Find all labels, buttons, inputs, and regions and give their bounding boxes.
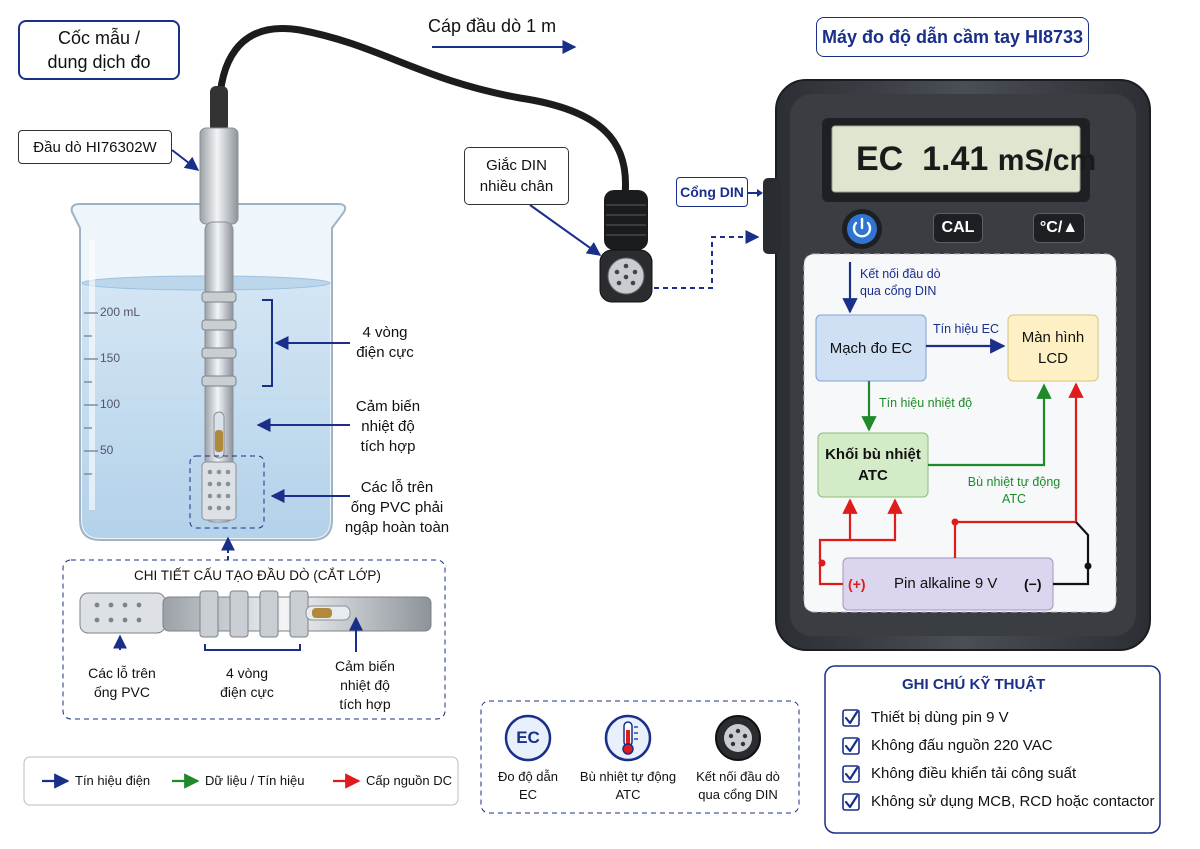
- note-item: Không sử dụng MCB, RCD hoặc contactor: [871, 793, 1155, 810]
- rings-callout-line2: điện cực: [356, 344, 414, 361]
- din-plug-label-box: Giắc DIN nhiều chân: [464, 147, 569, 205]
- meter-title-box: Máy đo độ dẫn cầm tay HI8733: [816, 17, 1089, 57]
- lcd-readout: EC 1.41 mS/cm: [856, 140, 1096, 179]
- din-plug-label-line2: nhiều chân: [479, 178, 554, 195]
- auto-comp-line1: Bù nhiệt tự động: [967, 475, 1061, 489]
- temp-up-button[interactable]: °C/▲: [1033, 213, 1085, 243]
- legend-data: Dữ liệu / Tín hiệu: [205, 773, 305, 788]
- detail-sensor-line3: tích hợp: [339, 696, 391, 712]
- detail-title: CHI TIẾT CẤU TẠO ĐẦU DÒ (CẮT LỚP): [134, 568, 381, 583]
- lcd-param: EC: [856, 140, 904, 178]
- meter-title: Máy đo độ dẫn cầm tay HI8733: [821, 26, 1084, 47]
- atc-box-line2: ATC: [858, 467, 888, 484]
- battery-plus: (+): [848, 576, 866, 592]
- beaker-title-line1: Cốc mẫu /: [57, 28, 141, 48]
- scale-100: 100: [100, 397, 121, 411]
- probe-label: Đầu dò HI76302W: [33, 138, 157, 156]
- temp-sensor-callout-line2: nhiệt độ: [361, 418, 415, 435]
- lcd-unit: mS/cm: [997, 144, 1097, 177]
- scale-150: 150: [100, 351, 121, 365]
- atc-box-line1: Khối bù nhiệt: [825, 446, 921, 463]
- detail-sensor-line2: nhiệt độ: [340, 677, 390, 693]
- cal-button-label: CAL: [941, 219, 975, 236]
- detail-holes-line2: ống PVC: [93, 684, 151, 700]
- holes-callout-line3: ngập hoàn toàn: [344, 519, 450, 536]
- lcd-box-line2: LCD: [1037, 350, 1068, 367]
- ec-circuit-label: Mạch đo EC: [829, 339, 913, 357]
- lcd-box-line1: Màn hình: [1021, 329, 1085, 346]
- thermometer-icon: [604, 714, 652, 762]
- cal-button[interactable]: CAL: [933, 213, 983, 243]
- feature-ec-line1: Đo độ dẫn: [498, 769, 558, 784]
- scale-200: 200 mL: [100, 305, 141, 319]
- ec-icon: [504, 714, 552, 762]
- auto-comp-label: Bù nhiệt tự động ATC: [955, 474, 1073, 508]
- din-connect-note: Kết nối đầu dò qua cổng DIN: [860, 266, 970, 300]
- din-connect-line1: Kết nối đầu dò: [860, 267, 941, 281]
- probe-cross-section: [79, 590, 432, 638]
- atc-box: Khối bù nhiệt ATC: [818, 433, 928, 497]
- rings-callout: 4 vòng điện cực: [340, 323, 430, 363]
- probe-cable: [215, 25, 630, 199]
- temp-signal-label: Tín hiệu nhiệt độ: [879, 396, 973, 410]
- holes-callout-line2: ống PVC phải: [350, 499, 444, 516]
- ec-badge-text: EC: [516, 728, 540, 747]
- ec-signal-label: Tín hiệu EC: [933, 322, 1000, 336]
- feature-ec-line2: EC: [518, 787, 538, 802]
- note-item: Không đấu nguồn 220 VAC: [871, 737, 1053, 754]
- detail-rings-line2: điện cực: [220, 684, 274, 700]
- din-port-label: Cổng DIN: [680, 184, 744, 200]
- detail-rings-label: 4 vòng điện cực: [207, 664, 287, 702]
- ec-badge: EC: [506, 716, 550, 760]
- din-connector-icon: [715, 715, 761, 761]
- battery-label: Pin alkaline 9 V: [894, 575, 998, 592]
- temp-sensor-callout-line3: tích hợp: [360, 438, 416, 455]
- feature-din-label: Kết nối đầu dò qua cổng DIN: [688, 768, 788, 804]
- legend-electrical: Tín hiệu điện: [75, 773, 151, 788]
- din-plug-label-line1: Giắc DIN: [486, 157, 547, 174]
- din-connect-line2: qua cổng DIN: [860, 284, 937, 298]
- detail-rings-line1: 4 vòng: [225, 665, 269, 681]
- temp-sensor-callout: Cảm biến nhiệt độ tích hợp: [343, 397, 433, 457]
- probe-label-box: Đầu dò HI76302W: [18, 130, 172, 164]
- notes-title: GHI CHÚ KỸ THUẬT: [902, 676, 1046, 693]
- lcd-value: 1.41: [922, 140, 989, 178]
- temp-up-button-label: °C/▲: [1039, 219, 1079, 236]
- din-port-label-box: Cổng DIN: [676, 177, 748, 207]
- detail-holes-label: Các lỗ trên ống PVC: [72, 664, 172, 702]
- holes-callout-line1: Các lỗ trên: [360, 479, 434, 496]
- note-item: Không điều khiển tải công suất: [871, 765, 1077, 782]
- beaker-title-line2: dung dịch đo: [47, 52, 151, 72]
- scale-50: 50: [100, 443, 114, 457]
- beaker-title-box: Cốc mẫu / dung dịch đo: [18, 20, 180, 80]
- feature-atc-label: Bù nhiệt tự động ATC: [572, 768, 684, 804]
- legend-power: Cấp nguồn DC: [366, 773, 452, 788]
- detail-sensor-label: Cảm biến nhiệt độ tích hợp: [325, 657, 405, 714]
- note-item: Thiết bị dùng pin 9 V: [871, 709, 1009, 726]
- feature-atc-line1: Bù nhiệt tự động: [579, 769, 677, 784]
- holes-callout: Các lỗ trên ống PVC phải ngập hoàn toàn: [336, 478, 458, 538]
- feature-din-line2: qua cổng DIN: [698, 787, 778, 802]
- rings-callout-line1: 4 vòng: [362, 324, 408, 341]
- probe-hi76302w: [189, 86, 265, 529]
- feature-ec-label: Đo độ dẫn EC: [482, 768, 574, 804]
- feature-atc-line2: ATC: [615, 787, 641, 802]
- temp-sensor-callout-line1: Cảm biến: [355, 398, 421, 415]
- feature-din-line1: Kết nối đầu dò: [696, 769, 780, 784]
- cable-label: Cáp đầu dò 1 m: [428, 16, 557, 36]
- ec-circuit-box: Mạch đo EC: [816, 315, 926, 381]
- din-plug: [599, 190, 653, 303]
- power-button[interactable]: [842, 209, 882, 249]
- auto-comp-line2: ATC: [1001, 492, 1027, 506]
- lcd-box: Màn hình LCD: [1008, 315, 1098, 381]
- battery-minus: (−): [1024, 576, 1042, 592]
- detail-holes-line1: Các lỗ trên: [88, 665, 156, 681]
- detail-sensor-line1: Cảm biến: [335, 658, 395, 674]
